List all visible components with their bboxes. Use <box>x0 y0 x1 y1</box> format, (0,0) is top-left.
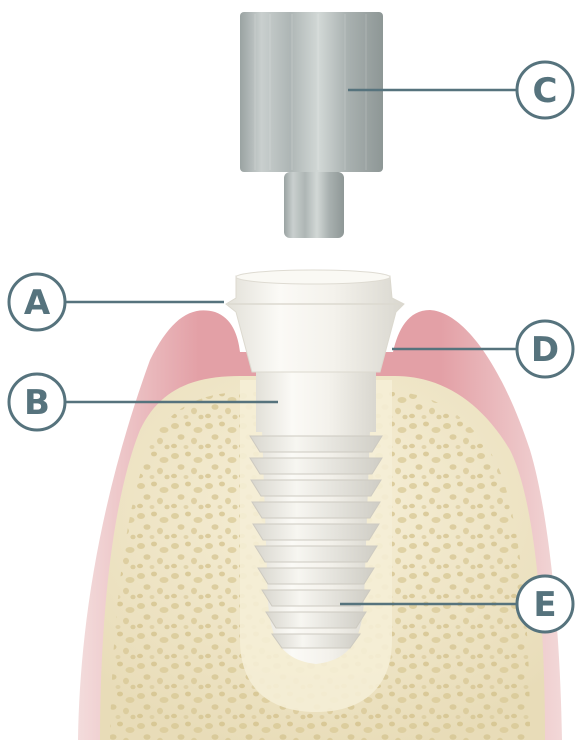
callout-d: D <box>517 321 573 377</box>
impression-coping <box>240 12 383 238</box>
callout-c: C <box>517 62 573 118</box>
callout-a: A <box>9 274 65 330</box>
callout-label-a: A <box>24 283 51 323</box>
callout-e: E <box>517 576 573 632</box>
callout-label-e: E <box>533 585 556 625</box>
callout-label-d: D <box>531 330 559 370</box>
callout-label-c: C <box>533 71 558 111</box>
callout-label-b: B <box>24 383 50 423</box>
callout-b: B <box>9 374 65 430</box>
abutment <box>226 270 404 372</box>
